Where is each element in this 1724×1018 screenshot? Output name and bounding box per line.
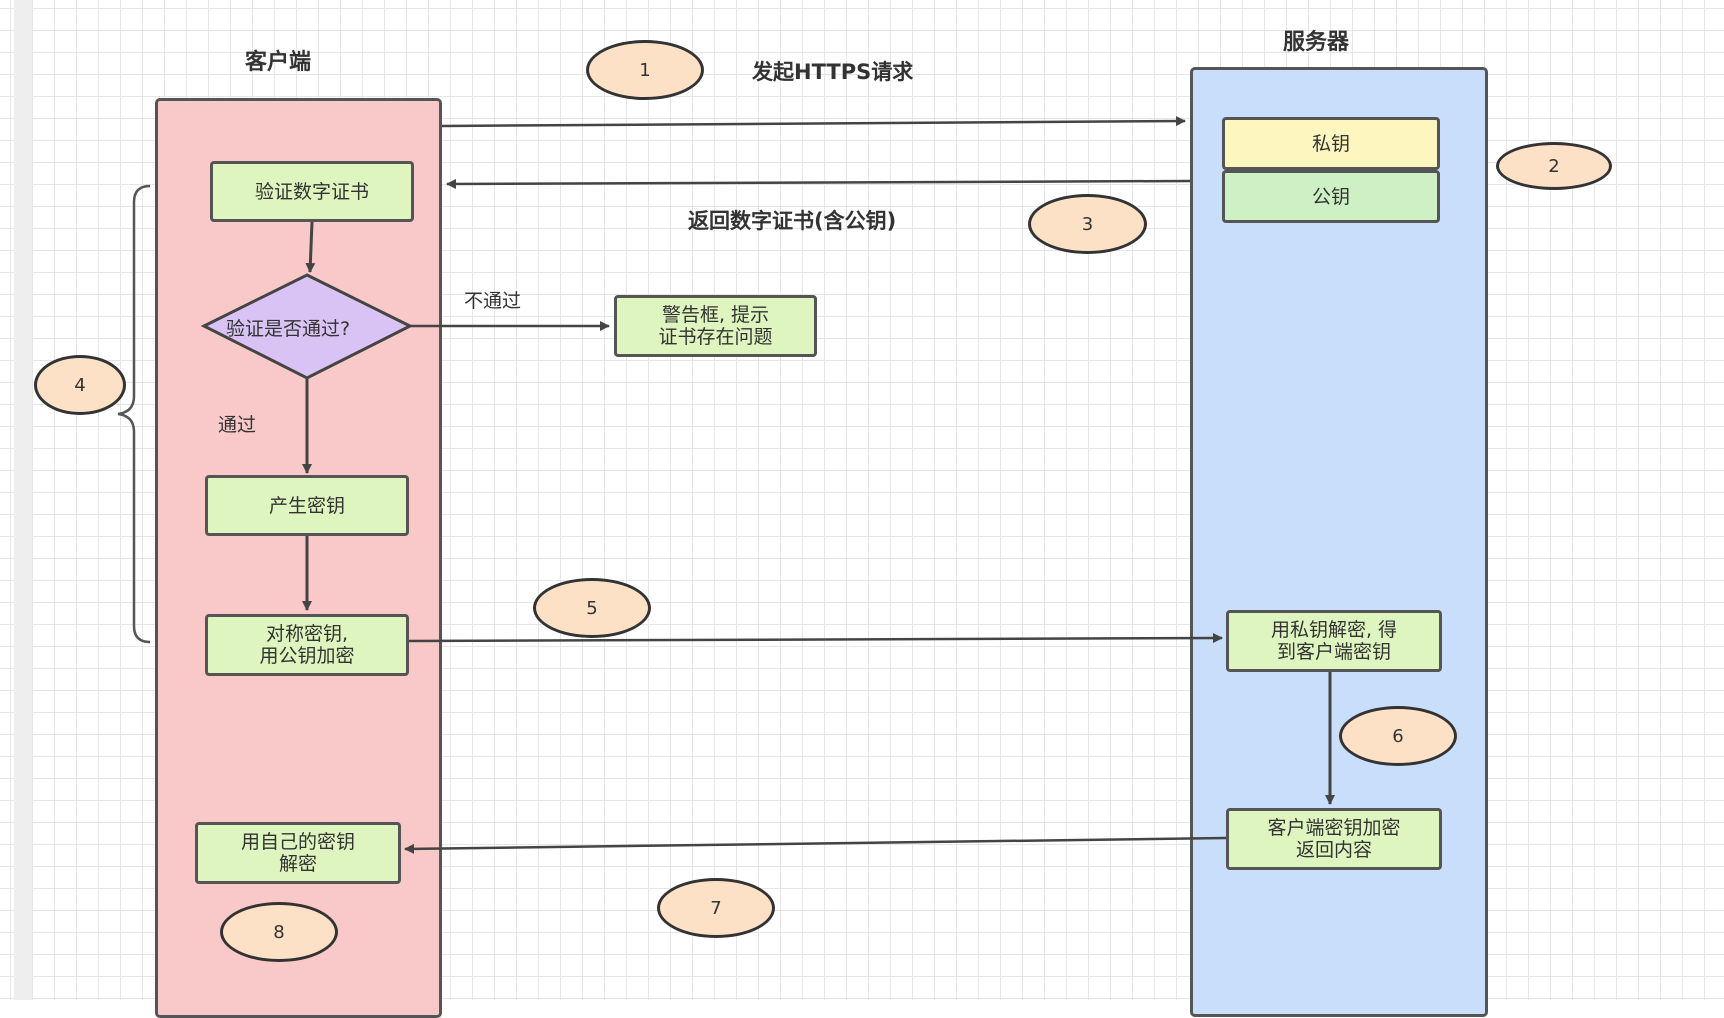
step-marker-1: 1	[586, 40, 704, 100]
decision-label: 验证是否通过?	[226, 318, 351, 340]
server-encrypt-return-box: 客户端密钥加密 返回内容	[1226, 808, 1442, 870]
arrow-send-key	[407, 633, 1223, 644]
left-edge-strip	[14, 0, 32, 1000]
request-label: 发起HTTPS请求	[752, 60, 914, 84]
arrow-verify-to-decision	[305, 221, 316, 273]
warning-box-line-1: 警告框, 提示	[661, 304, 770, 326]
step-marker-8: 8	[220, 902, 338, 962]
warning-box: 警告框, 提示 证书存在问题	[614, 295, 817, 357]
step-marker-7: 7	[657, 878, 775, 938]
step-marker-6: 6	[1339, 706, 1457, 766]
decrypt-own-key-line-1: 用自己的密钥	[240, 831, 355, 853]
private-key-box: 私钥	[1222, 117, 1440, 170]
decrypt-own-key-box: 用自己的密钥 解密	[195, 822, 401, 884]
arrow-return-content	[404, 836, 1227, 854]
server-decrypt-line-2: 到客户端密钥	[1276, 641, 1391, 663]
encrypt-symmetric-box: 对称密钥, 用公钥加密	[205, 614, 409, 676]
verify-cert-box: 验证数字证书	[210, 161, 414, 222]
step-marker-5: 5	[533, 578, 651, 638]
warning-box-line-2: 证书存在问题	[658, 326, 773, 348]
server-encrypt-return-line-1: 客户端密钥加密	[1267, 817, 1401, 839]
arrow-return-cert	[446, 178, 1191, 189]
step-4-brace	[117, 184, 151, 644]
server-encrypt-return-line-2: 返回内容	[1295, 839, 1372, 861]
server-lane-title: 服务器	[1283, 30, 1350, 55]
step-marker-3: 3	[1028, 194, 1147, 254]
decision-diamond	[200, 273, 414, 380]
pass-label: 通过	[218, 414, 257, 436]
return-cert-label: 返回数字证书(含公钥)	[688, 209, 897, 233]
public-key-box: 公钥	[1222, 170, 1440, 223]
decrypt-own-key-line-2: 解密	[278, 853, 317, 875]
client-lane-title: 客户端	[245, 50, 312, 75]
arrow-request	[441, 116, 1186, 128]
step-marker-4: 4	[34, 355, 126, 415]
step-marker-2: 2	[1496, 142, 1612, 190]
fail-label: 不通过	[464, 290, 522, 312]
encrypt-symmetric-line-1: 对称密钥,	[265, 623, 349, 645]
server-decrypt-box: 用私钥解密, 得 到客户端密钥	[1226, 610, 1442, 672]
generate-key-box: 产生密钥	[205, 475, 409, 536]
server-decrypt-line-1: 用私钥解密, 得	[1270, 619, 1398, 641]
encrypt-symmetric-line-2: 用公钥加密	[259, 645, 355, 667]
